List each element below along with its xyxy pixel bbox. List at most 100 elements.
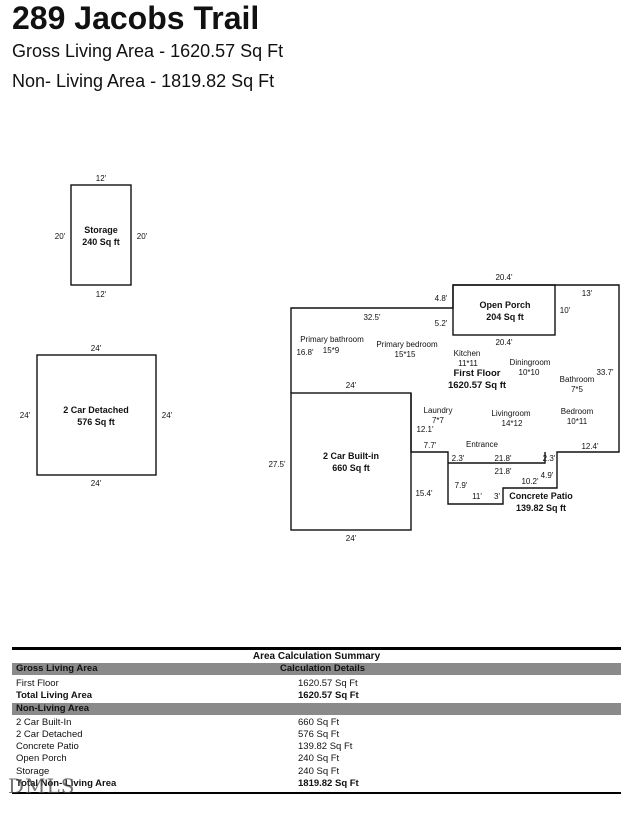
porch-label: Open Porch xyxy=(479,300,530,310)
room-primary-bathroom: Primary bathroom xyxy=(300,335,364,344)
row-label: 2 Car Detached xyxy=(16,728,83,740)
summary-bottom-rule xyxy=(12,792,621,795)
dim-33-7: 33.7' xyxy=(596,368,614,377)
porch-dim-right: 10' xyxy=(560,306,571,315)
row-value: 240 Sq Ft xyxy=(298,753,340,765)
builtin-garage-outline xyxy=(290,392,412,531)
builtin-dim-bottom: 24' xyxy=(346,534,357,543)
first-floor-area: 1620.57 Sq ft xyxy=(448,380,507,391)
gross-living-header-bar: Gross Living Area Calculation Details xyxy=(12,663,621,675)
row-value: 576 Sq Ft xyxy=(298,728,340,740)
table-row: Open Porch 240 Sq Ft xyxy=(12,753,621,765)
detached-dim-right: 24' xyxy=(162,411,173,420)
row-value: 240 Sq Ft xyxy=(298,765,340,777)
detached-garage-outline xyxy=(36,354,157,476)
room-livingroom-size: 14*12 xyxy=(502,419,523,428)
storage-dim-right: 20' xyxy=(137,232,148,241)
detached-dim-top: 24' xyxy=(91,344,102,353)
dim-12-1: 12.1' xyxy=(416,425,434,434)
dim-2-3-left: 2.3' xyxy=(452,454,465,463)
builtin-label: 2 Car Built-in xyxy=(323,451,379,461)
table-row: 2 Car Detached 576 Sq Ft xyxy=(12,729,621,741)
row-label: 2 Car Built-In xyxy=(16,716,72,728)
builtin-dim-left: 27.5' xyxy=(268,460,286,469)
detached-label: 2 Car Detached xyxy=(63,405,129,415)
summary-title: Area Calculation Summary xyxy=(252,651,381,662)
row-value: 660 Sq Ft xyxy=(298,716,340,728)
storage-outline xyxy=(70,184,132,286)
dim-4-9: 4.9' xyxy=(541,471,554,480)
dim-11: 11' xyxy=(472,492,482,501)
row-label: Total Non- Living Area xyxy=(16,778,117,790)
dim-7-9: 7.9' xyxy=(455,481,468,490)
porch-area: 204 Sq ft xyxy=(486,312,524,322)
gross-living-header: Gross Living Area xyxy=(16,663,98,674)
builtin-area: 660 Sq ft xyxy=(332,463,370,473)
gross-living-area-heading: Gross Living Area - 1620.57 Sq Ft xyxy=(12,41,284,61)
storage-area: 240 Sq ft xyxy=(82,237,120,247)
table-row: Storage 240 Sq Ft xyxy=(12,766,621,778)
dim-12-4: 12.4' xyxy=(581,442,599,451)
room-primary-bedroom: Primary bedroom xyxy=(376,340,438,349)
property-address: 289 Jacobs Trail xyxy=(12,0,260,36)
dim-16-8: 16.8' xyxy=(296,348,314,357)
porch-dim-top: 20.4' xyxy=(495,273,513,282)
room-bedroom: Bedroom xyxy=(561,407,594,416)
table-row: 2 Car Built-In 660 Sq Ft xyxy=(12,717,621,729)
dim-21-8-top: 21.8' xyxy=(494,454,512,463)
dim-3: 3' xyxy=(494,492,500,501)
detached-dim-bottom: 24' xyxy=(91,479,102,488)
row-label: Total Living Area xyxy=(16,690,93,702)
row-label: Concrete Patio xyxy=(16,741,79,753)
room-kitchen-size: 11*11 xyxy=(458,359,478,368)
room-kitchen: Kitchen xyxy=(454,349,481,358)
detached-area: 576 Sq ft xyxy=(77,417,115,427)
detached-dim-left: 24' xyxy=(20,411,31,420)
storage-dim-bottom: 12' xyxy=(96,290,107,299)
row-label: Open Porch xyxy=(16,753,67,765)
summary-top-rule xyxy=(12,647,621,650)
room-diningroom-size: 10*10 xyxy=(519,368,540,377)
dim-7-7: 7.7' xyxy=(424,441,437,450)
room-laundry-size: 7*7 xyxy=(432,416,445,425)
non-living-area-heading: Non- Living Area - 1819.82 Sq Ft xyxy=(12,71,275,91)
table-row: First Floor 1620.57 Sq Ft xyxy=(12,678,621,690)
storage-dim-top: 12' xyxy=(96,174,107,183)
floor-plan-diagram: Storage 240 Sq ft 12' 12' 20' 20' 2 Car … xyxy=(20,174,620,543)
dim-4-8: 4.8' xyxy=(435,294,448,303)
non-living-header-bar: Non-Living Area xyxy=(12,702,621,715)
storage-dim-left: 20' xyxy=(55,232,66,241)
non-living-header: Non-Living Area xyxy=(16,702,90,714)
patio-area: 139.82 Sq ft xyxy=(516,503,566,513)
room-primary-bathroom-size: 15*9 xyxy=(323,346,340,355)
watermark-logo: DMLS xyxy=(8,774,76,798)
table-row: Total Living Area 1620.57 Sq Ft xyxy=(12,690,621,702)
room-bathroom-size: 7*5 xyxy=(571,385,584,394)
room-entrance: Entrance xyxy=(466,440,499,449)
room-laundry: Laundry xyxy=(424,406,453,415)
dim-32-5: 32.5' xyxy=(363,313,381,322)
table-row: Concrete Patio 139.82 Sq Ft xyxy=(12,741,621,753)
table-row: Total Non- Living Area 1819.82 Sq Ft xyxy=(12,778,621,790)
open-porch-outline xyxy=(452,284,556,336)
dim-2-3-right: 2.3' xyxy=(543,454,556,463)
dim-10-2: 10.2' xyxy=(521,477,539,486)
storage-label: Storage xyxy=(84,225,118,235)
row-value: 139.82 Sq Ft xyxy=(298,741,353,753)
room-bedroom-size: 10*11 xyxy=(567,417,588,426)
room-diningroom: Diningroom xyxy=(510,358,551,367)
dim-5-2: 5.2' xyxy=(435,319,448,328)
row-value: 1620.57 Sq Ft xyxy=(298,678,358,689)
builtin-dim-top: 24' xyxy=(346,381,357,390)
row-value: 1620.57 Sq Ft xyxy=(298,690,359,702)
area-calculation-summary: Area Calculation Summary Gross Living Ar… xyxy=(12,647,621,795)
row-value: 1819.82 Sq Ft xyxy=(298,778,359,790)
patio-step-line xyxy=(448,452,546,464)
row-label: First Floor xyxy=(16,678,59,689)
room-livingroom: Livingroom xyxy=(491,409,530,418)
room-bathroom: Bathroom xyxy=(560,375,595,384)
row-label: Storage xyxy=(16,765,50,777)
dim-13: 13' xyxy=(582,289,593,298)
calculation-details-header: Calculation Details xyxy=(280,663,365,674)
builtin-dim-right: 15.4' xyxy=(415,489,433,498)
